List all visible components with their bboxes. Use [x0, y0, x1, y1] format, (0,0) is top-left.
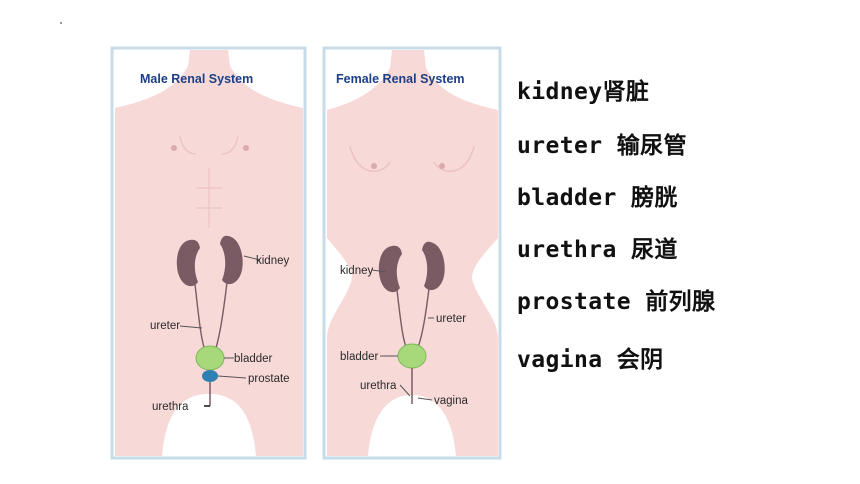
female-nipple-left	[371, 163, 377, 169]
male-abdomen-lines	[196, 168, 222, 228]
male-panel: Male Renal System kidney ureter bladder …	[110, 46, 307, 460]
female-panel-title: Female Renal System	[336, 72, 465, 86]
female-label-vagina: vagina	[434, 395, 468, 407]
male-label-urethra: urethra	[152, 401, 189, 413]
male-kidney-right	[220, 235, 243, 285]
male-nipple-left	[171, 145, 177, 151]
male-bladder	[195, 345, 225, 371]
renal-diagram-svg: Male Renal System kidney ureter bladder …	[110, 46, 502, 460]
female-body-silhouette	[327, 50, 498, 456]
female-nipple-right	[439, 163, 445, 169]
vocab-bladder: bladder 膀胱	[517, 185, 678, 211]
female-label-bladder: bladder	[340, 351, 379, 363]
renal-system-figure: Male Renal System kidney ureter bladder …	[110, 38, 502, 466]
decorative-dot	[60, 22, 62, 24]
female-panel: Female Renal System kidney ureter bladde…	[322, 46, 502, 460]
female-label-urethra: urethra	[360, 380, 397, 392]
female-kidney-left	[378, 245, 402, 293]
male-panel-title: Male Renal System	[140, 72, 253, 86]
vocab-prostate: prostate 前列腺	[517, 289, 716, 315]
female-label-ureter: ureter	[436, 313, 466, 325]
male-label-kidney: kidney	[256, 255, 289, 267]
male-kidney-left	[176, 239, 200, 287]
female-kidney-right	[422, 241, 445, 291]
vocab-urethra: urethra 尿道	[517, 237, 678, 263]
male-nipple-right	[243, 145, 249, 151]
female-bladder	[397, 343, 427, 369]
male-ureter-leader	[179, 325, 203, 329]
male-label-bladder: bladder	[234, 353, 273, 365]
male-label-ureter: ureter	[150, 320, 180, 332]
male-prostate	[202, 370, 218, 382]
male-kidney-leader	[243, 255, 261, 261]
female-vagina-leader	[417, 397, 433, 401]
female-chest-lines	[349, 145, 475, 172]
female-label-kidney: kidney	[340, 265, 373, 277]
vocab-ureter: ureter 输尿管	[517, 133, 687, 159]
male-body-silhouette	[115, 50, 303, 456]
vocab-kidney: kidney肾脏	[517, 79, 650, 105]
male-prostate-leader	[217, 375, 247, 379]
male-chest-lines	[179, 135, 239, 155]
vocab-vagina: vagina 会阴	[517, 347, 664, 373]
female-kidney-leader	[371, 269, 387, 273]
male-label-prostate: prostate	[248, 373, 290, 385]
female-urethra-leader	[399, 384, 411, 397]
